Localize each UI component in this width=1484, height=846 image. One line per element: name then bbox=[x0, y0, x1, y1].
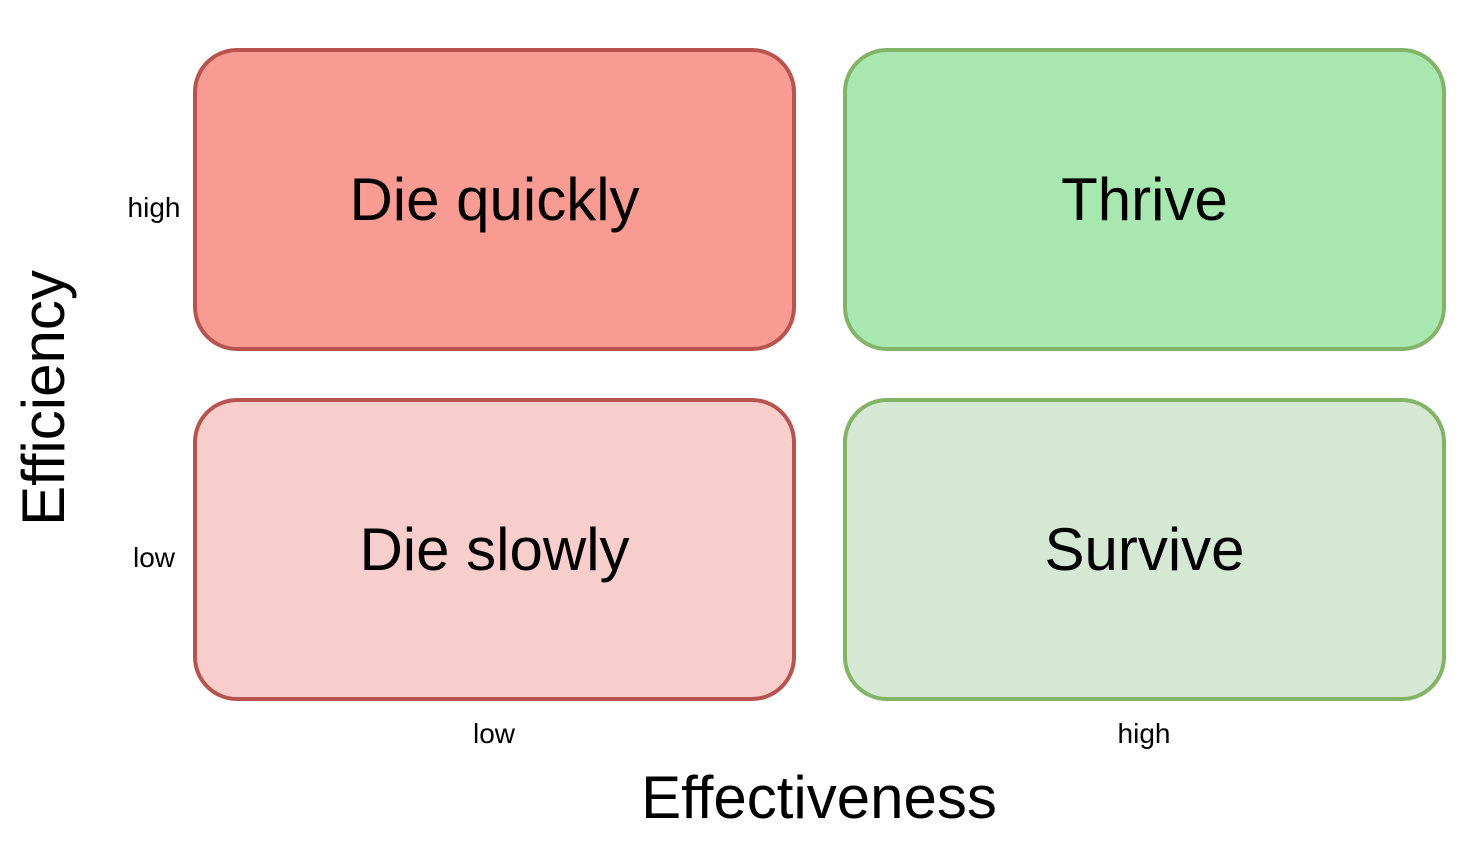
quadrant-label-die-slowly: Die slowly bbox=[359, 515, 630, 583]
quadrant-survive: Survive bbox=[843, 398, 1446, 701]
y-tick-high: high bbox=[127, 192, 181, 223]
quadrant-die-slowly: Die slowly bbox=[193, 398, 796, 701]
quadrant-label-thrive: Thrive bbox=[1061, 165, 1228, 233]
quadrant-label-survive: Survive bbox=[1044, 515, 1245, 583]
y-tick-low: low bbox=[132, 542, 176, 573]
quadrant-label-die-quickly: Die quickly bbox=[349, 165, 640, 233]
y-axis-title: Efficiency bbox=[10, 270, 77, 526]
x-tick-low: low bbox=[472, 718, 516, 749]
x-tick-high: high bbox=[1117, 718, 1171, 749]
x-axis-title: Effectiveness bbox=[641, 764, 997, 831]
quadrant-die-quickly: Die quickly bbox=[193, 48, 796, 351]
quadrant-thrive: Thrive bbox=[843, 48, 1446, 351]
